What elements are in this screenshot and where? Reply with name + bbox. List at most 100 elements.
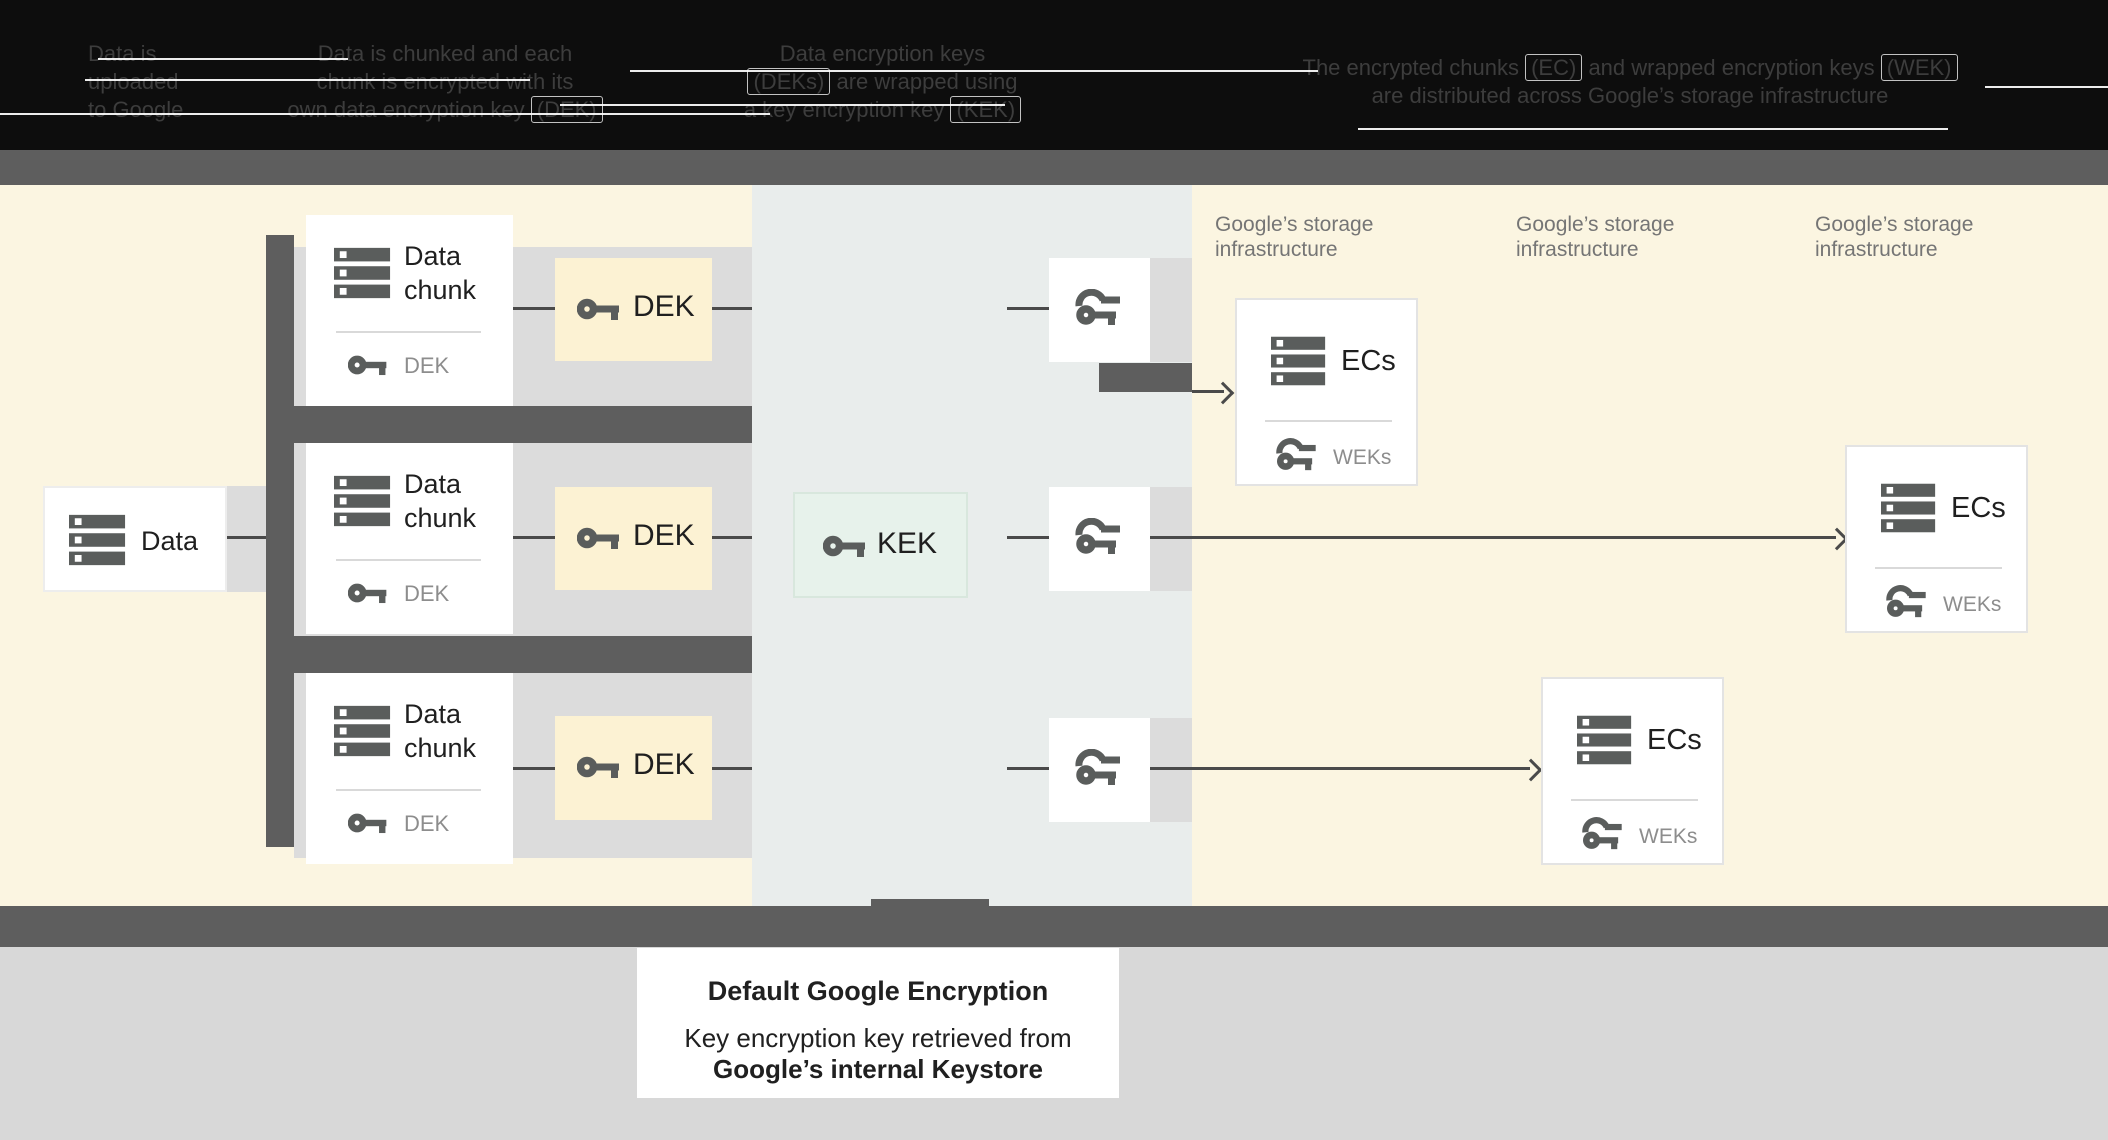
caption-card: Default Google Encryption Key encryption… (637, 948, 1119, 1098)
ecs-stack-icon (1577, 715, 1633, 765)
wrapped-key-icon (1074, 289, 1126, 329)
annotation-text: The encrypted chunks (1302, 55, 1519, 80)
data-stack-icon (69, 514, 127, 566)
annotation-line: The encrypted chunks (EC) and wrapped en… (1290, 54, 1970, 82)
connector-line (1007, 767, 1049, 770)
caption-title: Default Google Encryption (707, 976, 1049, 1006)
storage-infrastructure-label: Google’s storage infrastructure (1215, 212, 1373, 262)
output-bar (1099, 363, 1192, 392)
underline-artifact (0, 113, 770, 115)
chunk-label: Data chunk (404, 467, 476, 535)
card-divider (336, 331, 481, 333)
ecs-stack-icon (1271, 336, 1327, 386)
data-chunk-card: Data chunk DEK (306, 673, 513, 864)
annotation-line: uploaded (88, 69, 179, 94)
underline-artifact (98, 58, 348, 60)
caption-body: Key encryption key retrieved from Google… (637, 1023, 1119, 1085)
dek-box-label: DEK (633, 748, 695, 781)
weks-key-icon (1885, 585, 1931, 621)
storage-label-line: Google’s storage (1516, 213, 1675, 236)
dek-key-icon (577, 523, 623, 553)
wrapped-key-box (1049, 258, 1150, 362)
annotation-text: a key encryption key (743, 97, 945, 122)
storage-label-line: Google’s storage (1215, 213, 1374, 236)
data-box-connector-strip (227, 486, 266, 592)
storage-label-line: infrastructure (1815, 238, 1938, 261)
storage-label-line: infrastructure (1516, 238, 1639, 261)
connector-line (513, 767, 555, 770)
ecs-stack-icon (1881, 483, 1937, 533)
storage-infrastructure-label: Google’s storage infrastructure (1516, 212, 1674, 262)
chunk-dek-label: DEK (404, 811, 450, 836)
ecs-card: ECs WEKs (1541, 677, 1724, 865)
arrow-line (1192, 390, 1224, 393)
chunk-stack-icon (334, 247, 392, 299)
annotation-line: a key encryption key (KEK) (730, 96, 1035, 124)
data-box-label: Data (141, 526, 199, 556)
caption-connector-tab (871, 899, 989, 907)
wrapped-key-icon (1074, 749, 1126, 789)
deks-link-chip[interactable]: (DEKs) (747, 68, 831, 95)
weks-label: WEKs (1639, 825, 1698, 848)
bottom-separator-band (0, 906, 2108, 947)
chunk-label-line: Data (404, 699, 462, 729)
caption-body-line: Google’s internal Keystore (713, 1054, 1043, 1084)
ecs-card: ECs WEKs (1845, 445, 2028, 633)
data-box: Data (43, 486, 227, 592)
storage-infrastructure-link[interactable]: are distributed across Google’s storage … (1371, 83, 1889, 108)
chunk-stack-icon (334, 475, 392, 527)
annotation-line: (DEKs) are wrapped using (730, 68, 1035, 96)
dek-box: DEK (555, 716, 712, 820)
chunk-label-line: chunk (404, 733, 477, 763)
arrow-line (1150, 767, 1530, 770)
storage-label-line: infrastructure (1215, 238, 1338, 261)
chunk-label-line: Data (404, 241, 462, 271)
ecs-label: ECs (1951, 492, 2006, 524)
chunk-label: Data chunk (404, 239, 476, 307)
dek-key-icon (577, 752, 623, 782)
card-divider (1875, 567, 2002, 569)
kek-box: KEK (793, 492, 968, 598)
dek-box: DEK (555, 258, 712, 361)
key-box-strip (1150, 487, 1192, 591)
underline-artifact (630, 70, 1318, 72)
ecs-label: ECs (1647, 724, 1702, 756)
data-chunk-card: Data chunk DEK (306, 443, 513, 634)
kek-link-chip[interactable]: (KEK) (950, 96, 1022, 123)
dek-key-icon (348, 809, 390, 837)
chunk-dek-label: DEK (404, 581, 450, 606)
data-chunk-card: Data chunk DEK (306, 215, 513, 406)
annotation-line: Data encryption keys (779, 41, 986, 66)
ecs-card: ECs WEKs (1235, 298, 1418, 486)
underline-artifact (1985, 86, 2108, 88)
storage-label-line: Google’s storage (1815, 213, 1974, 236)
header-annotation-band: Data is uploaded to Google Data is chunk… (0, 0, 2108, 150)
connector-line (1007, 536, 1049, 539)
connector-line (513, 536, 555, 539)
chunk-stack-icon (334, 705, 392, 757)
ec-link-chip[interactable]: (EC) (1525, 54, 1583, 81)
kek-box-label: KEK (877, 527, 938, 560)
wek-link-chip[interactable]: (WEK) (1880, 54, 1958, 81)
dek-link-chip[interactable]: (DEK) (530, 96, 603, 123)
wrapped-key-box (1049, 718, 1150, 822)
dek-box-label: DEK (633, 519, 695, 552)
card-divider (336, 559, 481, 561)
weks-key-icon (1581, 817, 1627, 853)
dek-key-icon (348, 351, 390, 379)
annotation-line: own data encryption key (DEK) (270, 96, 620, 124)
weks-key-icon (1275, 438, 1321, 474)
connector-line (712, 536, 752, 539)
annotation-text: are wrapped using (836, 69, 1018, 94)
arrow-line (1150, 536, 1836, 539)
connector-line (712, 767, 752, 770)
wrapped-key-box (1049, 487, 1150, 591)
annotation-col-wrapping: Data encryption keys (DEKs) are wrapped … (730, 40, 1035, 124)
chunk-label-line: chunk (404, 275, 477, 305)
ecs-label: ECs (1341, 345, 1396, 377)
annotation-col-chunking: Data is chunked and each chunk is encryp… (270, 40, 620, 124)
annotation-line: to Google (88, 97, 184, 122)
storage-infrastructure-label: Google’s storage infrastructure (1815, 212, 1973, 262)
connector-line (513, 307, 555, 310)
